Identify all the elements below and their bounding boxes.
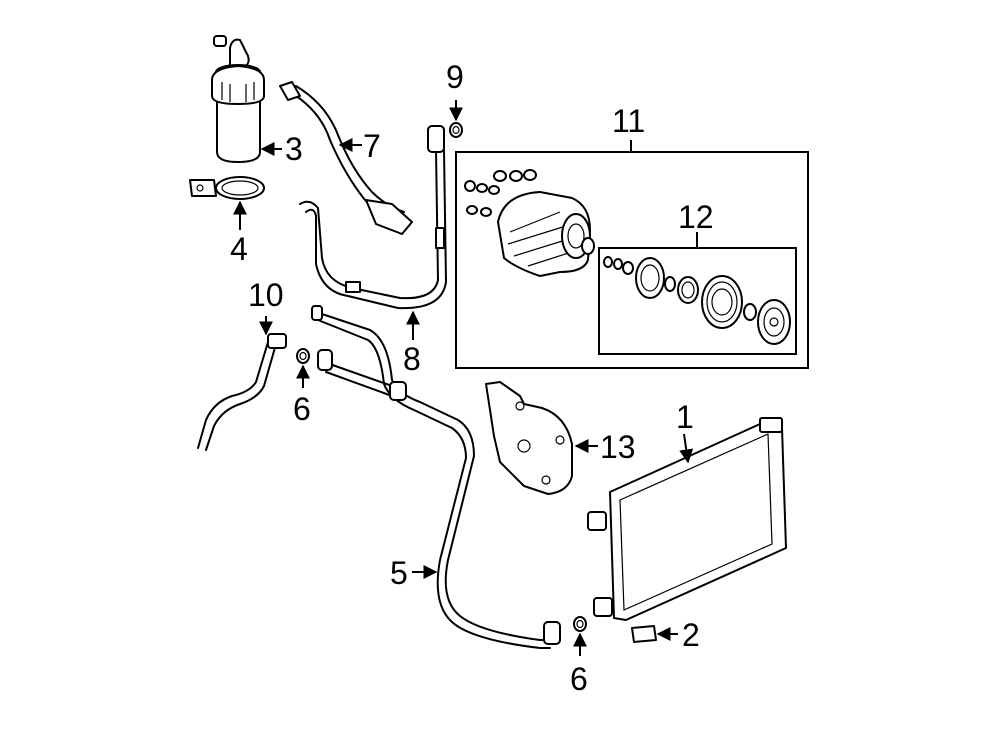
compressor-seals xyxy=(464,169,537,217)
callout-2: 2 xyxy=(682,617,700,653)
bracket-strap-part xyxy=(189,176,265,200)
hose-part-8 xyxy=(299,125,447,310)
callout-12: 12 xyxy=(678,199,714,235)
hose-part-7 xyxy=(279,81,413,235)
hose-part-10 xyxy=(197,333,287,451)
callout-7: 7 xyxy=(363,128,381,164)
callout-13: 13 xyxy=(600,429,636,465)
condenser-part xyxy=(587,417,787,621)
fitting-part-2 xyxy=(631,625,657,643)
mounting-bracket-part xyxy=(485,381,573,495)
o-ring-part-6-upper xyxy=(296,348,310,364)
accumulator-part xyxy=(211,35,265,163)
callout-6-upper: 6 xyxy=(293,391,311,427)
callout-6-lower: 6 xyxy=(570,661,588,697)
o-ring-part-6-lower xyxy=(573,616,587,632)
callout-5: 5 xyxy=(390,555,408,591)
callout-3: 3 xyxy=(285,131,303,167)
callout-10: 10 xyxy=(248,277,284,313)
callout-11: 11 xyxy=(612,103,645,139)
o-ring-part-9 xyxy=(449,122,463,138)
hose-part-5 xyxy=(311,305,561,649)
compressor-part xyxy=(497,191,595,277)
clutch-parts xyxy=(603,256,791,345)
callout-8: 8 xyxy=(403,341,421,377)
callout-9: 9 xyxy=(446,59,464,95)
leader-lines xyxy=(233,100,698,656)
callout-1: 1 xyxy=(676,399,694,435)
callout-4: 4 xyxy=(230,231,248,267)
